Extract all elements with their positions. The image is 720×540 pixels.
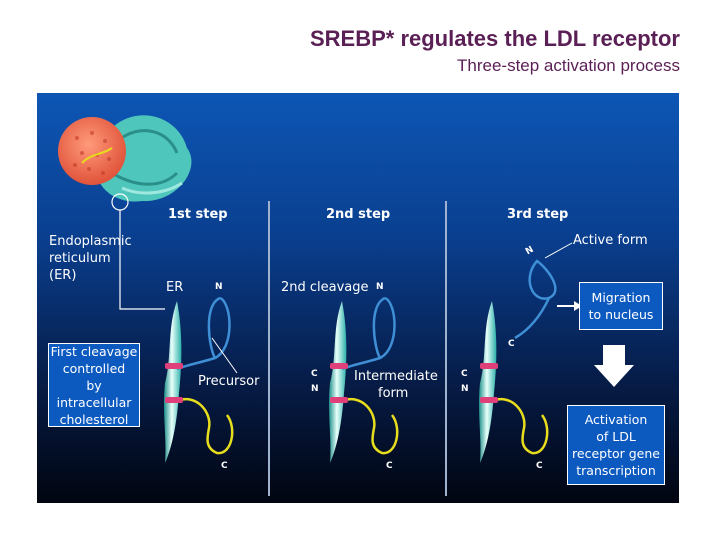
er-illustration: [58, 115, 192, 310]
activation-line-4: transcription: [576, 463, 656, 478]
arrow-down-icon: [594, 345, 634, 387]
activation-box: Activation of LDL receptor gene transcri…: [567, 405, 665, 485]
step3-graphics: [479, 242, 634, 463]
second-cleavage-label: 2nd cleavage: [281, 280, 369, 295]
er-short-label: ER: [166, 280, 184, 295]
er-label-line-1: Endoplasmic: [49, 234, 132, 249]
step1-graphics: [164, 296, 238, 463]
er-membrane-2: [329, 301, 347, 463]
n-terminus-1: N: [215, 282, 223, 292]
first-cleavage-line-1: First cleavage: [50, 343, 138, 359]
cleavage-site-1b: [165, 397, 183, 403]
intermediate-label-line-1: Intermediate: [354, 369, 438, 384]
er-membrane-3: [479, 301, 497, 463]
step-1-heading: 1st step: [168, 207, 228, 222]
step-divider-2: [445, 201, 447, 496]
activation-line-1: Activation: [584, 412, 648, 427]
step-2-heading: 2nd step: [326, 207, 391, 222]
page-subtitle: Three-step activation process: [457, 56, 680, 75]
c-label-3a: C: [461, 369, 468, 379]
n-terminus-2: N: [376, 282, 384, 292]
precursor-label: Precursor: [198, 374, 260, 389]
c-terminus-2: C: [386, 461, 393, 471]
activation-line-3: receptor gene: [572, 446, 660, 461]
c-terminus-3a: C: [508, 339, 515, 349]
step-divider-1: [268, 201, 270, 496]
nucleus-icon: [58, 117, 126, 185]
er-label-line-2: reticulum: [49, 251, 111, 266]
step-3-heading: 3rd step: [507, 207, 569, 222]
first-cleavage-box: First cleavage controlled by intracellul…: [48, 343, 140, 427]
c-label-2a: C: [311, 369, 318, 379]
arrow-right-icon: [574, 301, 582, 311]
intermediate-label-line-2: form: [378, 386, 409, 401]
migration-box: Migration to nucleus: [579, 282, 663, 330]
er-membrane-1: [164, 301, 182, 463]
c-terminus-1: C: [221, 461, 228, 471]
cleavage-site-2b: [330, 397, 348, 403]
cleavage-site-3b: [480, 397, 498, 403]
page-title: SREBP* regulates the LDL receptor: [309, 26, 680, 51]
first-cleavage-line-4: cholesterol: [59, 411, 129, 427]
activation-line-2: of LDL: [596, 429, 636, 444]
cleavage-site-2a: [330, 363, 348, 369]
n-label-2b: N: [311, 384, 319, 394]
step2-graphics: [329, 296, 399, 463]
diagram-panel: Endoplasmic reticulum (ER) 1st step 2nd …: [37, 93, 679, 503]
cleavage-site-1a: [165, 363, 183, 369]
active-form-label: Active form: [573, 233, 648, 248]
er-label-line-3: (ER): [49, 268, 77, 283]
cleavage-site-3a: [480, 363, 498, 369]
migration-line-2: to nucleus: [588, 307, 654, 322]
c-terminus-3b: C: [536, 461, 543, 471]
migration-line-1: Migration: [591, 290, 651, 305]
n-label-3b: N: [461, 384, 469, 394]
first-cleavage-line-3: by intracellular: [56, 377, 132, 410]
first-cleavage-line-2: controlled: [62, 360, 126, 376]
diagram-graphics: [58, 115, 634, 496]
